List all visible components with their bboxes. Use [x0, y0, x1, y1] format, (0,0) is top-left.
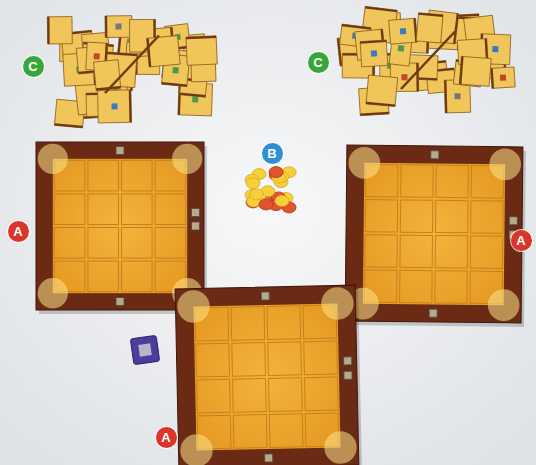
- tile-pile: [337, 6, 515, 115]
- callout-text: B: [267, 146, 276, 161]
- callout-letter: A: [156, 427, 177, 448]
- game-board: [36, 142, 207, 314]
- corridor-tile: [47, 17, 72, 44]
- corridor-tile: [366, 75, 398, 106]
- callout-text: C: [313, 55, 322, 70]
- corridor-tile: [416, 13, 443, 43]
- corridor-tile: [459, 56, 491, 86]
- callout-letter: C: [23, 56, 44, 77]
- callout-text: A: [161, 430, 170, 445]
- corridor-tile: [94, 60, 121, 91]
- coin-pile: [245, 167, 296, 213]
- callout-letter: A: [8, 221, 29, 242]
- callout-letter: A: [511, 230, 532, 251]
- game-board: [175, 285, 362, 465]
- corridor-tile: [186, 36, 217, 66]
- corridor-tile: [491, 67, 516, 88]
- corridor-tile: [105, 16, 132, 38]
- tile-pile: [47, 16, 217, 128]
- corridor-tile: [98, 90, 132, 123]
- corridor-tile: [389, 18, 418, 44]
- callout-text: C: [28, 59, 37, 74]
- die: [130, 335, 159, 364]
- corridor-tile: [360, 40, 388, 67]
- callout-text: A: [13, 224, 22, 239]
- callout-text: A: [516, 233, 525, 248]
- callout-letter: B: [262, 143, 283, 164]
- callout-letter: C: [308, 52, 329, 73]
- corridor-tile: [147, 36, 181, 67]
- game-board: [345, 145, 526, 327]
